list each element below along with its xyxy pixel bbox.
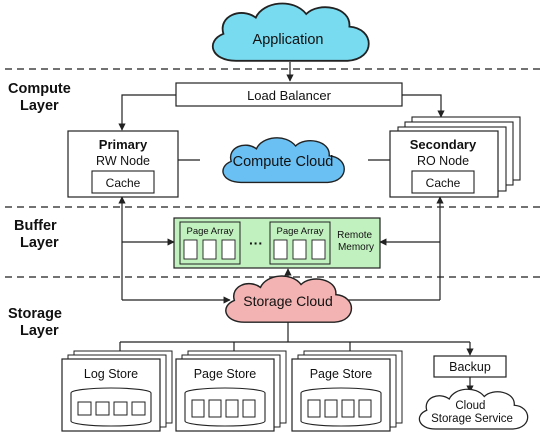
page-icon [273,239,288,260]
compute-cloud: Compute Cloud [222,136,346,184]
page-array-2-pages [273,239,326,260]
page-store-2-pages [307,399,372,418]
primary-title: Primary [99,137,148,152]
buffer-ellipsis: ··· [249,235,263,251]
layer-label-buffer-line2: Layer [20,235,59,251]
layer-label-storage-line1: Storage [8,306,62,322]
page-icon [225,399,239,418]
arrow-lb-to-primary [118,94,176,131]
secondary-title: Secondary [410,137,477,152]
cloud-storage-line1: Cloud [455,400,485,412]
page-store-1: Page Store [175,350,287,432]
backup-box [433,355,507,378]
arrow-lb-to-secondary [402,94,445,118]
layer-label-storage-line2: Layer [20,323,59,339]
page-store-2: Page Store [291,350,403,432]
page-store-2-label: Page Store [310,367,373,381]
page-icon [221,239,236,260]
log-store-blocks [77,401,146,416]
page-icon [183,239,198,260]
load-balancer-box [175,82,403,107]
log-store-label: Log Store [84,367,138,381]
layer-label-compute-line2: Layer [20,98,59,114]
page-icon [191,399,205,418]
page-icon [311,239,326,260]
page-array-1-label: Page Array [187,226,234,237]
layer-labels: Compute Layer Buffer Layer Storage Layer [8,81,75,339]
cloud-storage-line2: Storage Service [431,413,513,425]
storage-cloud-label: Storage Cloud [243,293,333,309]
primary-cache-label: Cache [106,176,141,190]
load-balancer: Load Balancer [175,82,403,107]
secondary-cache-label: Cache [426,176,461,190]
page-icon [242,399,256,418]
cloud-storage-label: Cloud Storage Service [431,400,513,425]
remote-memory-line1: Remote [337,230,372,241]
page-icon [324,399,338,418]
page-array-2: Page Array [269,221,331,265]
log-block [131,401,146,416]
page-icon [202,239,217,260]
secondary-cache-box [411,170,475,194]
page-icon [341,399,355,418]
primary-node: Primary RW Node Cache [67,130,179,198]
secondary-node: Secondary RO Node Cache [389,116,521,198]
application-cloud: Application [211,2,370,62]
page-store-1-label: Page Store [194,367,257,381]
primary-cache-box [91,170,155,194]
page-array-2-label: Page Array [277,226,324,237]
storage-cloud: Storage Cloud [225,275,353,323]
compute-cloud-label: Compute Cloud [233,154,334,170]
page-icon [358,399,372,418]
cloud-storage-service: Cloud Storage Service [418,388,529,430]
layer-label-storage: Storage Layer [8,306,66,339]
layer-label-compute: Compute Layer [8,81,75,114]
buffer-panel: Page Array ··· Page Array Remote Memory [173,217,381,269]
connectors [116,62,474,393]
log-block [113,401,128,416]
layer-label-buffer-line1: Buffer [14,218,57,234]
secondary-subtitle: RO Node [417,154,469,168]
page-icon [292,239,307,260]
log-store: Log Store [61,350,173,432]
remote-memory-label: Remote Memory [337,230,375,253]
disk-body [70,393,152,427]
page-array-1: Page Array [179,221,241,265]
page-store-1-pages [191,399,256,418]
remote-memory-line2: Memory [338,242,374,253]
page-icon [208,399,222,418]
backup: Backup [433,355,507,378]
log-store-disk [70,387,152,427]
page-icon [307,399,321,418]
log-block [95,401,110,416]
layer-label-compute-line1: Compute [8,81,71,97]
page-array-1-pages [183,239,236,260]
layer-label-buffer: Buffer Layer [14,218,61,251]
primary-subtitle: RW Node [96,154,150,168]
application-label: Application [253,32,324,48]
load-balancer-label: Load Balancer [247,88,332,103]
backup-label: Backup [449,360,491,374]
log-block [77,401,92,416]
